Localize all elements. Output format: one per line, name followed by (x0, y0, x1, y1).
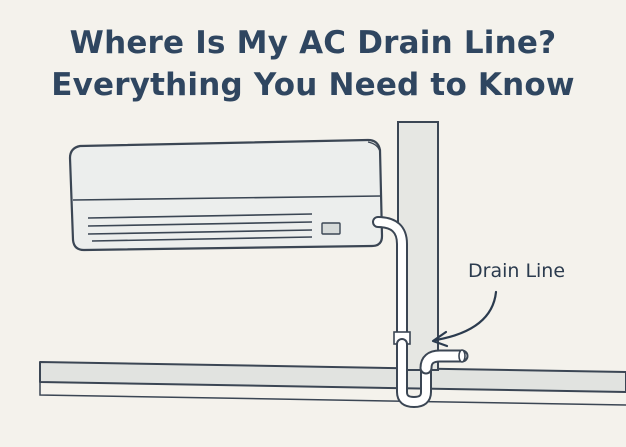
floor-ledge (39, 361, 626, 406)
ac-unit (68, 138, 384, 252)
title-line-1: Where Is My AC Drain Line? (69, 25, 557, 61)
title-line-2: Everything You Need to Know (51, 67, 575, 103)
ac-display-panel (321, 222, 341, 235)
curved-arrow-icon (431, 290, 498, 348)
page-title: Where Is My AC Drain Line? Everything Yo… (0, 22, 626, 106)
drain-pipe (372, 216, 469, 409)
ac-vent-louvers (87, 213, 313, 242)
drain-line-label: Drain Line (468, 260, 566, 282)
